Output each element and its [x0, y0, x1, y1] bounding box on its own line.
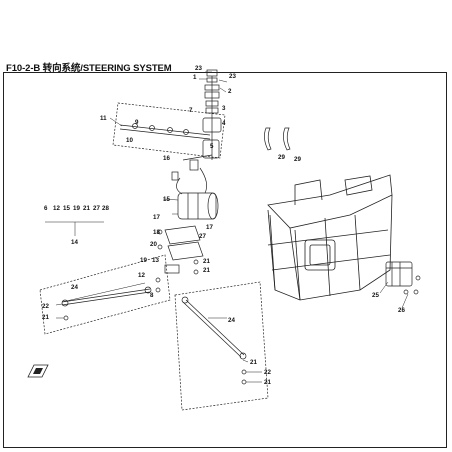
leader-lines	[45, 71, 409, 383]
brand-logo	[27, 364, 49, 378]
diagram-frame	[3, 72, 447, 448]
group-number: 28	[102, 205, 109, 212]
callout-21-d: 21	[250, 359, 257, 366]
callout-17-b: 17	[206, 224, 213, 231]
callout-1: 1	[193, 74, 197, 81]
bracket-29	[264, 127, 291, 151]
callout-labels: 23 1 23 2 11 9 10 3 4 7 5 16 15 17 17 18…	[42, 65, 405, 386]
callout-23-b: 23	[229, 73, 236, 80]
tie-rod-right	[181, 296, 247, 385]
callout-3: 3	[222, 105, 226, 112]
callout-25: 25	[372, 292, 379, 299]
ecu-module	[385, 261, 421, 295]
group-number: 12	[53, 205, 60, 212]
callout-17-a: 17	[153, 214, 160, 221]
callout-22-a: 22	[42, 303, 49, 310]
vehicle-frame	[267, 174, 393, 301]
callout-15: 15	[163, 196, 170, 203]
dashed-box-upper	[112, 102, 226, 159]
group-number: 19	[73, 205, 80, 212]
callout-22-b: 22	[264, 369, 271, 376]
callout-21-b: 21	[203, 267, 210, 274]
callout-26: 26	[398, 307, 405, 314]
callout-24-a: 24	[71, 284, 78, 291]
callout-23-a: 23	[195, 65, 202, 72]
tie-rod-left	[61, 286, 152, 321]
group-number: 21	[83, 205, 90, 212]
callout-21-a: 21	[203, 258, 210, 265]
callout-18: 18	[153, 229, 160, 236]
callout-21-e: 21	[264, 379, 271, 386]
callout-9: 9	[135, 119, 139, 126]
callout-19: 19	[140, 257, 147, 264]
callout-27: 27	[199, 233, 206, 240]
callout-21-c: 21	[42, 314, 49, 321]
callout-24-b: 24	[228, 317, 235, 324]
callout-10: 10	[126, 137, 133, 144]
callout-4: 4	[222, 120, 226, 127]
callout-2: 2	[228, 88, 232, 95]
lower-parts	[155, 225, 204, 293]
dashed-box-right	[174, 281, 269, 411]
eps-motor	[171, 159, 219, 220]
bracket-rod	[119, 123, 211, 140]
callout-13: 13	[152, 257, 159, 264]
callout-5: 5	[210, 143, 214, 150]
callout-29-a: 29	[278, 154, 285, 161]
page-title: F10-2-B 转向系统/STEERING SYSTEM	[6, 63, 172, 74]
parts-group: 6 12 15 19 21 27 28 14	[44, 205, 109, 246]
dashed-box-left	[39, 254, 171, 335]
callout-29-b: 29	[294, 156, 301, 163]
callout-8: 8	[150, 292, 154, 299]
steering-shaft	[182, 69, 222, 161]
callout-7: 7	[189, 107, 193, 114]
callout-12: 12	[138, 272, 145, 279]
callout-16: 16	[163, 155, 170, 162]
callout-11: 11	[100, 115, 107, 122]
callout-20: 20	[150, 241, 157, 248]
group-number: 27	[93, 205, 100, 212]
group-label: 14	[71, 239, 78, 246]
group-number: 6	[44, 205, 48, 212]
group-number: 15	[63, 205, 70, 212]
